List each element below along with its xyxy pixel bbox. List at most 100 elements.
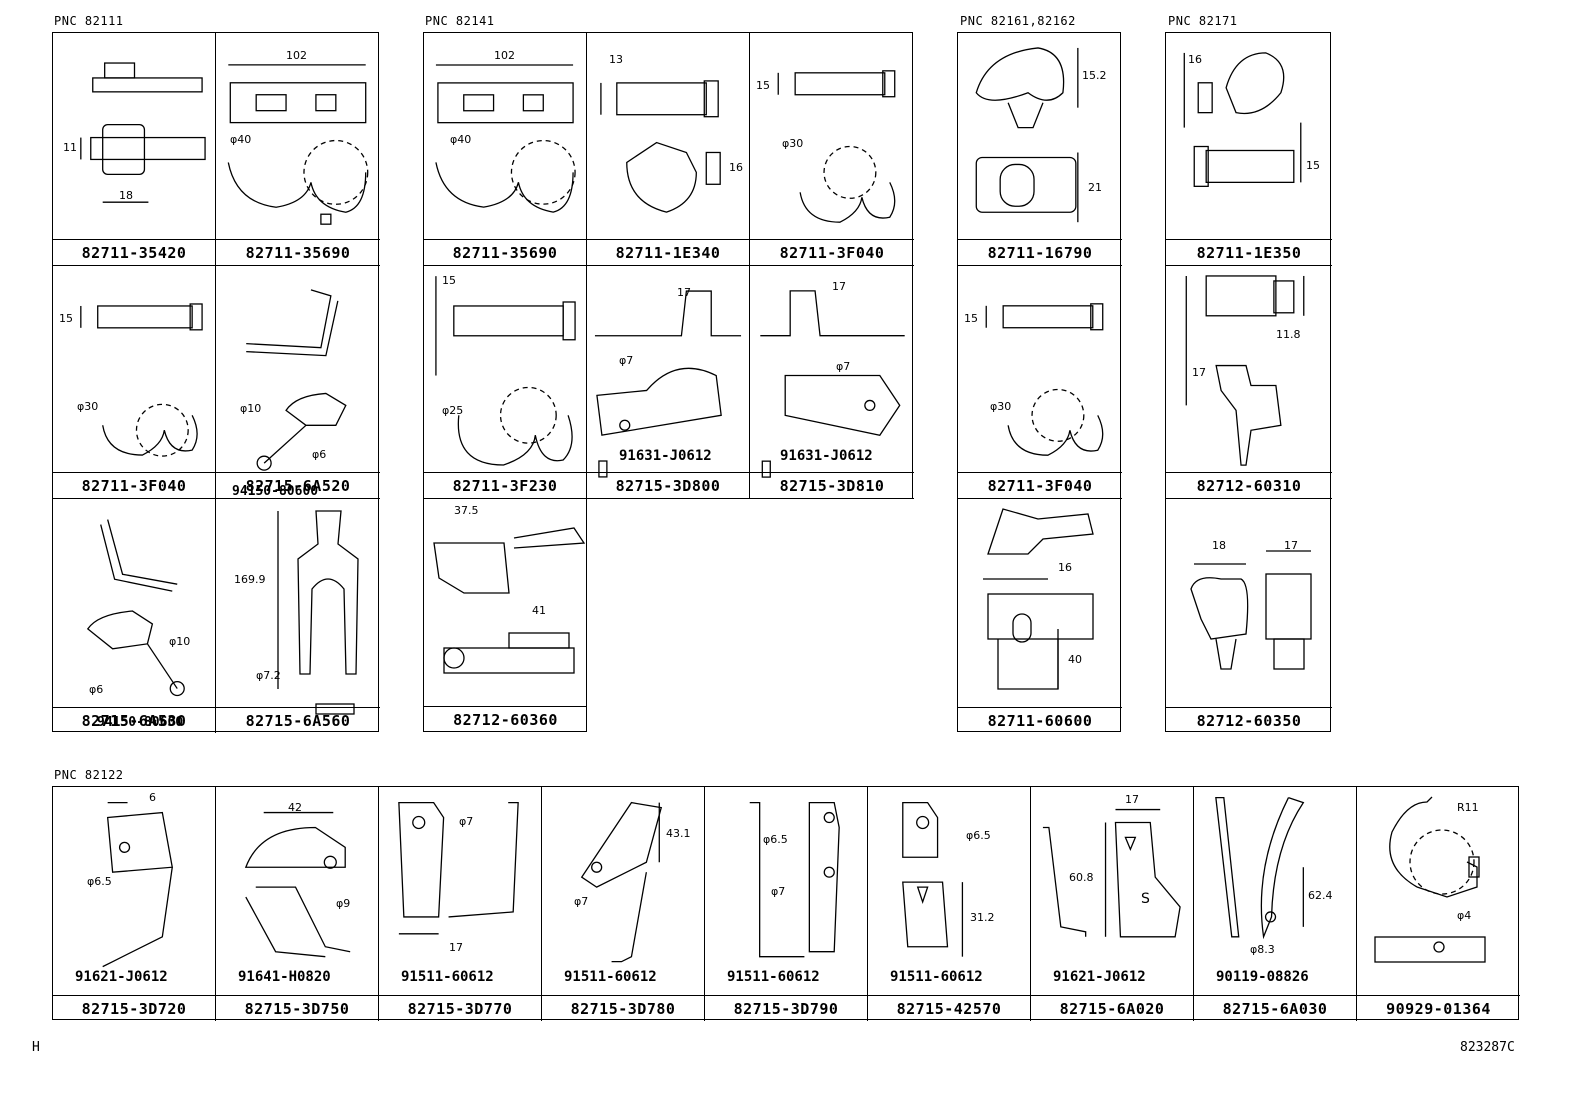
divider (705, 995, 867, 996)
divider (53, 707, 215, 708)
dim-label: 169.9 (234, 573, 266, 586)
divider (424, 472, 586, 473)
dim-label: 42 (288, 801, 302, 814)
part-cell[interactable]: R11 φ4 90929-01364 (1357, 787, 1520, 1021)
bolt-part-number: 91511-60612 (401, 969, 494, 985)
clamp-drawing (1374, 796, 1486, 963)
part-cell[interactable]: 15 φ30 82711-3F040 (750, 33, 914, 266)
dim-label: 41 (532, 604, 546, 617)
part-cell[interactable]: 15 φ30 82711-3F040 (53, 266, 216, 499)
part-cell[interactable]: 102 φ40 82711-35690 (216, 33, 380, 266)
bracket-drawing (983, 508, 1094, 690)
dim-label: φ7 (459, 815, 474, 828)
dim-label: φ9 (336, 897, 351, 910)
part-cell[interactable]: φ6.5 φ7 91511-60612 82715-3D790 (705, 787, 868, 1021)
part-cell[interactable]: φ6.5 31.2 91511-60612 82715-42570 (868, 787, 1031, 1021)
dim-label: 16 (729, 161, 743, 174)
pnc-label-82111: PNC 82111 (54, 14, 124, 28)
bolt-part-number: 91641-H0820 (238, 969, 331, 985)
part-cell[interactable]: φ7 17 91511-60612 82715-3D770 (379, 787, 542, 1021)
part-cell[interactable]: 17 φ7 91631-J0612 82715-3D800 (587, 266, 750, 499)
pnc-label-82141: PNC 82141 (425, 14, 495, 28)
clip-drawing (1185, 275, 1305, 466)
part-cell[interactable]: 17 60.8 S 91621-J0612 82715-6A020 (1031, 787, 1194, 1021)
part-number: 82711-3F230 (452, 477, 558, 495)
dim-label: φ8.3 (1250, 943, 1275, 956)
part-cell[interactable]: 15 φ25 82711-3F230 (424, 266, 587, 499)
dim-label: φ40 (230, 133, 252, 146)
dim-label: 18 (119, 189, 133, 202)
part-cell[interactable]: 6 φ6.5 91621-J0612 82715-3D720 (53, 787, 216, 1021)
part-cell[interactable]: 42 φ9 91641-H0820 82715-3D750 (216, 787, 379, 1021)
dim-label: 16 (1188, 53, 1202, 66)
clip-drawing (1190, 550, 1312, 670)
group-82171-grid: 16 15 82711-1E350 17 11.8 82712-60310 (1165, 32, 1332, 733)
divider (868, 995, 1030, 996)
group-82111-grid: 11 18 82711-35420 102 φ40 82711-35690 (52, 32, 380, 733)
part-cell[interactable]: φ10 φ6 94150-80600 82715-6A520 (216, 266, 380, 499)
dim-label: 17 (677, 286, 691, 299)
divider (216, 707, 380, 708)
dim-label: 17 (1284, 539, 1298, 552)
clamp-drawing (777, 70, 896, 223)
dim-label: 11.8 (1276, 328, 1301, 341)
part-cell[interactable]: 15 φ30 82711-3F040 (958, 266, 1122, 499)
divider (53, 239, 215, 240)
dim-label: φ30 (782, 137, 804, 150)
dim-label: φ30 (990, 400, 1012, 413)
part-cell[interactable]: 17 11.8 82712-60310 (1166, 266, 1332, 499)
divider (542, 995, 704, 996)
dim-label: φ7 (574, 895, 589, 908)
dim-label: φ6.5 (966, 829, 991, 842)
clip-drawing (1183, 52, 1302, 187)
pnc-label-82122: PNC 82122 (54, 768, 124, 782)
bolt-part-number: 91621-J0612 (75, 969, 168, 985)
part-cell[interactable]: 18 17 82712-60350 (1166, 499, 1332, 733)
divider (1194, 995, 1356, 996)
part-number: 82715-3D780 (570, 1000, 676, 1018)
bracket-drawing (246, 289, 347, 471)
divider (216, 995, 378, 996)
part-number: 82715-6A560 (245, 712, 351, 730)
dim-label: 62.4 (1308, 889, 1333, 902)
part-cell[interactable]: 11 18 82711-35420 (53, 33, 216, 266)
part-number: 82715-3D790 (733, 1000, 839, 1018)
divider (750, 239, 914, 240)
bolt-part-number: 90119-08826 (1216, 969, 1309, 985)
dim-label: φ6 (89, 683, 104, 696)
clamp-drawing (985, 303, 1104, 456)
divider (424, 706, 587, 707)
part-number: 82711-1E340 (615, 244, 721, 262)
dim-label: φ7 (771, 885, 786, 898)
footer-left-code: H (32, 1040, 40, 1055)
part-number: 82715-6A020 (1059, 1000, 1165, 1018)
clamp-drawing (435, 64, 576, 213)
part-cell[interactable]: 16 15 82711-1E350 (1166, 33, 1332, 266)
clamp-drawing (435, 276, 576, 466)
dim-label: φ10 (169, 635, 191, 648)
dim-label: 15 (59, 312, 73, 325)
dim-label: φ7 (619, 354, 634, 367)
divider (53, 995, 215, 996)
part-cell[interactable]: 15.2 21 82711-16790 (958, 33, 1122, 266)
bolt-part-number: 94150-80600 (232, 484, 319, 499)
part-cell[interactable]: 43.1 φ7 91511-60612 82715-3D780 (542, 787, 705, 1021)
fork-drawing (277, 510, 359, 715)
part-number: 82715-6A520 (245, 477, 351, 495)
dim-label: 13 (609, 53, 623, 66)
part-cell[interactable]: 37.5 41 82712-60360 (424, 498, 587, 732)
part-cell[interactable]: 16 40 82711-60600 (958, 499, 1122, 733)
bolt-part-number: 91631-J0612 (780, 448, 873, 464)
part-cell[interactable]: 13 16 82711-1E340 (587, 33, 750, 266)
part-cell[interactable]: 17 φ7 91631-J0612 82715-3D810 (750, 266, 914, 499)
part-number: 82711-35690 (245, 244, 351, 262)
divider (1357, 995, 1520, 996)
part-cell[interactable]: 62.4 φ8.3 90119-08826 82715-6A030 (1194, 787, 1357, 1021)
dim-label: R11 (1457, 801, 1479, 814)
part-cell[interactable]: φ10 φ6 94150-80600 82715-6A530 (53, 499, 216, 733)
dim-label: φ6.5 (763, 833, 788, 846)
dim-label: 60.8 (1069, 871, 1094, 884)
part-cell[interactable]: 102 φ40 82711-35690 (424, 33, 587, 266)
part-cell[interactable]: 169.9 φ7.2 82715-6A560 (216, 499, 380, 733)
divider (958, 472, 1122, 473)
